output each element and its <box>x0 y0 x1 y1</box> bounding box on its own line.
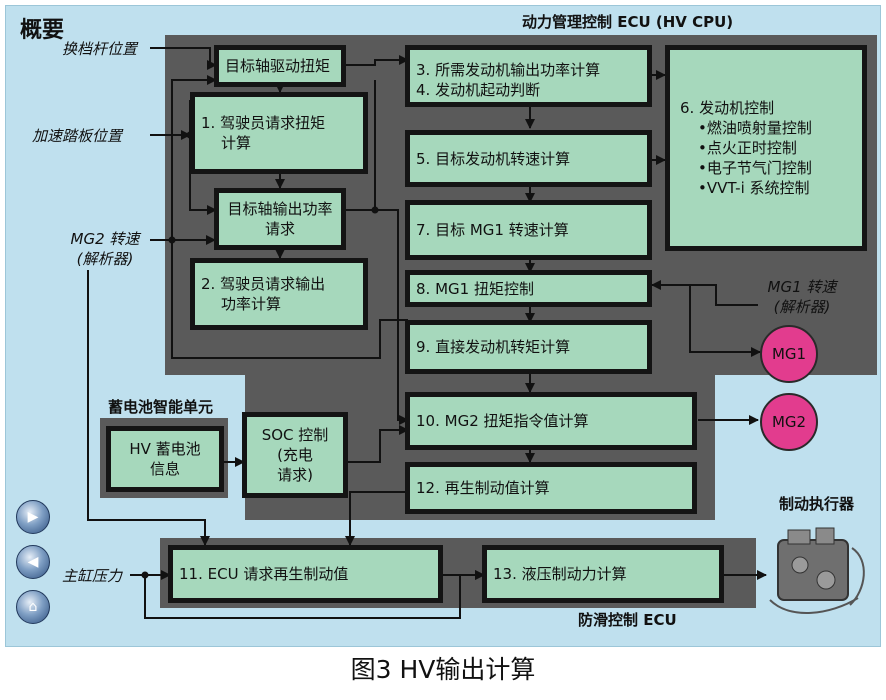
mg1-speed-calc-text: 7. 目标 MG1 转速计算 <box>416 221 569 239</box>
abs-ecu-label: 防滑控制 ECU <box>578 611 677 629</box>
mg1-torque-text: 8. MG1 扭矩控制 <box>416 279 534 298</box>
direct-torque-text: 9. 直接发动机转矩计算 <box>416 338 571 356</box>
driver-torque-box: 1. 驾驶员请求扭矩计算 <box>190 92 368 174</box>
master-cylinder-input-label: 主缸压力 <box>62 567 123 585</box>
regen-value-box: 12. 再生制动值计算 <box>405 462 697 514</box>
mg1-torque-box: 8. MG1 扭矩控制 <box>405 270 652 307</box>
target-axle-power-text: 目标轴输出功率请求 <box>227 200 333 238</box>
direct-torque-box: 9. 直接发动机转矩计算 <box>405 320 652 374</box>
engine-control-item: •VVT-i 系统控制 <box>698 179 810 197</box>
engine-control-box: 6. 发动机控制 •燃油喷射量控制 •点火正时控制 •电子节气门控制 •VVT-… <box>665 45 867 251</box>
hv-battery-box: HV 蓄电池信息 <box>106 426 224 492</box>
engine-control-title: 6. 发动机控制 <box>680 99 775 117</box>
home-icon[interactable]: ⌂ <box>16 590 50 624</box>
hv-ecu-label: 动力管理控制 ECU (HV CPU) <box>522 13 734 31</box>
forward-icon[interactable]: ▶ <box>16 500 50 534</box>
target-axle-torque-text: 目标轴驱动扭矩 <box>225 57 331 75</box>
mg2-torque-box: 10. MG2 扭矩指令值计算 <box>405 392 697 450</box>
figure-caption: 图3 HV输出计算 <box>350 655 536 684</box>
brake-actuator-label: 制动执行器 <box>779 495 855 513</box>
mg1-sensor-label: (解析器) <box>773 298 831 316</box>
driver-power-text: 2. 驾驶员请求输出功率计算 <box>201 275 326 313</box>
hv-battery-text: HV 蓄电池信息 <box>129 440 201 478</box>
soc-control-text: SOC 控制(充电请求) <box>261 426 329 484</box>
engine-control-item: •电子节气门控制 <box>698 159 812 177</box>
engine-control-text: 6. 发动机控制 •燃油喷射量控制 •点火正时控制 •电子节气门控制 •VVT-… <box>680 98 812 198</box>
engine-speed-text: 5. 目标发动机转速计算 <box>416 149 571 168</box>
engine-speed-box: 5. 目标发动机转速计算 <box>405 130 652 187</box>
engine-control-item: •燃油喷射量控制 <box>698 119 812 137</box>
mg2-motor-label: MG2 <box>771 413 807 431</box>
hydraulic-brake-text: 13. 液压制动力计算 <box>493 565 627 583</box>
mg1-speed-calc-box: 7. 目标 MG1 转速计算 <box>405 200 652 260</box>
engine-control-item: •点火正时控制 <box>698 139 797 157</box>
battery-unit-label: 蓄电池智能单元 <box>108 398 214 416</box>
accel-pedal-input-label: 加速踏板位置 <box>32 127 123 145</box>
driver-power-box: 2. 驾驶员请求输出功率计算 <box>190 258 368 330</box>
mg1-motor: MG1 <box>760 325 818 383</box>
back-icon[interactable]: ◀ <box>16 545 50 579</box>
target-axle-power-box: 目标轴输出功率请求 <box>214 188 346 250</box>
mg1-speed-input-label: MG1 转速 <box>767 278 837 296</box>
regen-value-text: 12. 再生制动值计算 <box>416 479 550 497</box>
brake-actuator-drawing <box>769 527 865 614</box>
mg2-torque-text: 10. MG2 扭矩指令值计算 <box>416 412 589 430</box>
soc-control-box: SOC 控制(充电请求) <box>242 412 348 498</box>
overview-title: 概要 <box>20 18 65 43</box>
shift-lever-input-label: 换档杆位置 <box>62 40 138 58</box>
driver-torque-text: 1. 驾驶员请求扭矩计算 <box>201 114 326 152</box>
ecu-regen-box: 11. ECU 请求再生制动值 <box>168 545 443 603</box>
mg1-motor-label: MG1 <box>771 345 807 363</box>
ecu-regen-text: 11. ECU 请求再生制动值 <box>179 565 349 583</box>
mg2-speed-input-label: MG2 转速 <box>70 230 140 248</box>
mg2-sensor-label: (解析器) <box>76 250 134 268</box>
hydraulic-brake-box: 13. 液压制动力计算 <box>482 545 724 603</box>
mg2-motor: MG2 <box>760 393 818 451</box>
target-axle-torque-box: 目标轴驱动扭矩 <box>214 45 346 87</box>
